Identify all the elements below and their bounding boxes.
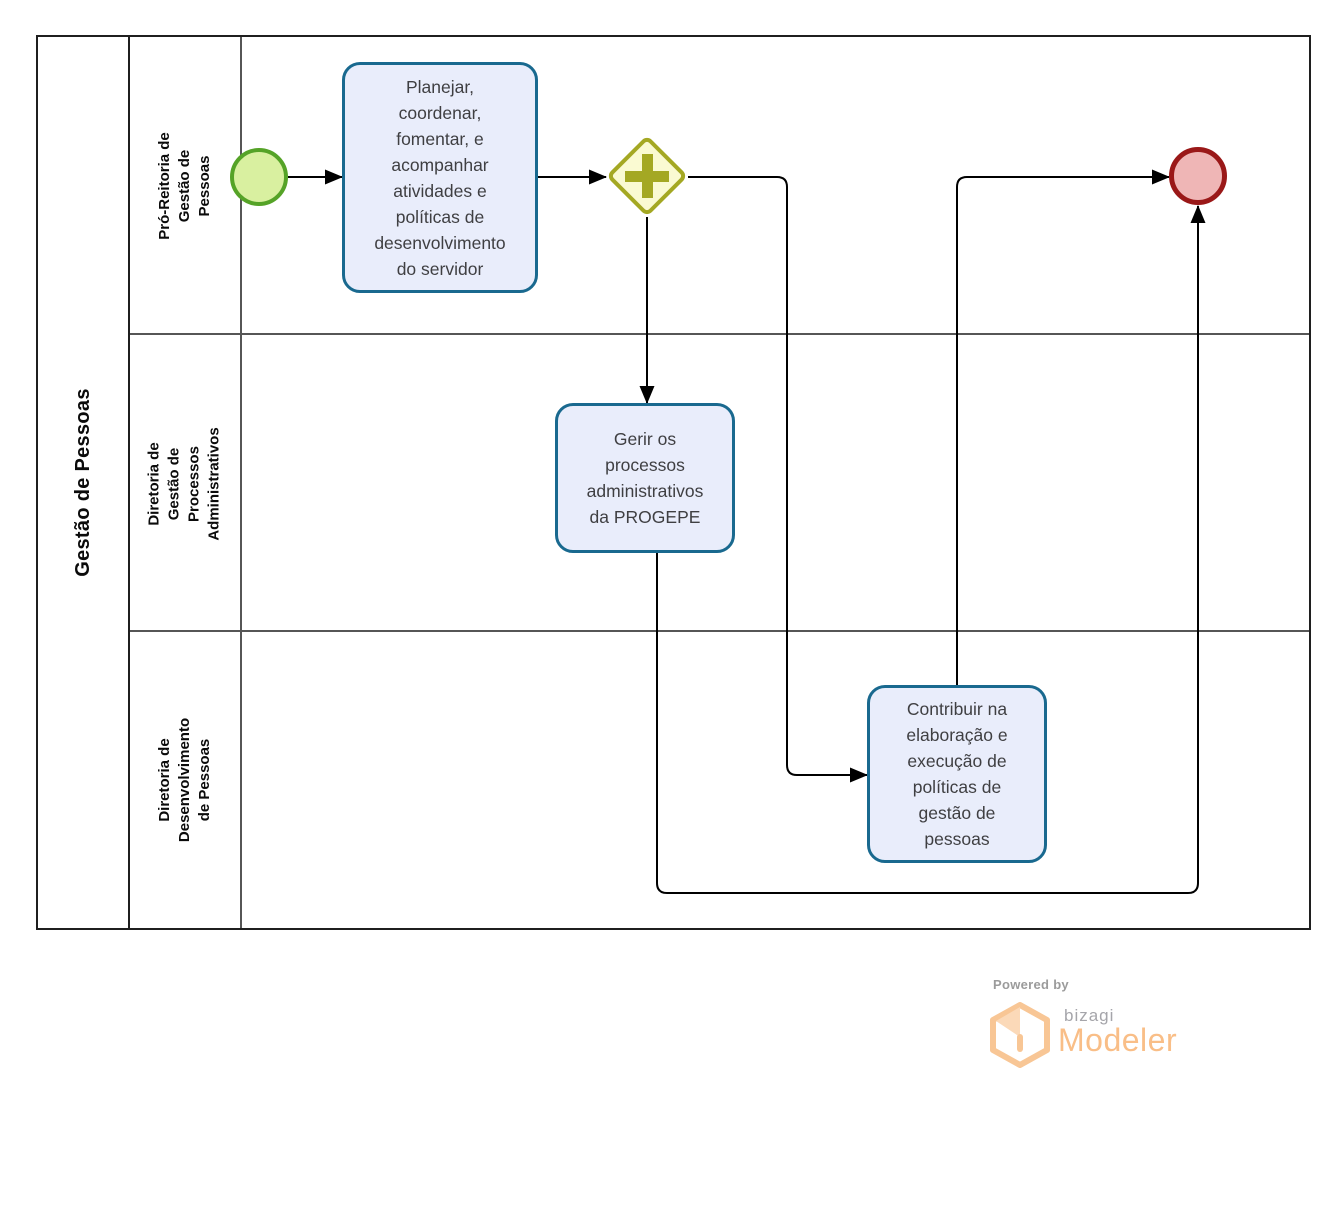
pool-header: Gestão de Pessoas	[38, 37, 130, 928]
lane-diretoria-desenvolvimento: Diretoria de Desenvolvimento de Pessoas	[130, 632, 1309, 928]
lane-pro-reitoria-label: Pró-Reitoria de Gestão de Pessoas	[156, 132, 213, 240]
start-event	[230, 148, 288, 206]
powered-by-label: Powered by	[993, 977, 1069, 992]
lane-pro-reitoria: Pró-Reitoria de Gestão de Pessoas	[130, 37, 1309, 335]
bizagi-logo-icon	[990, 1002, 1050, 1068]
task-contribuir: Contribuir na elaboração e execução de p…	[867, 685, 1047, 863]
lane-diretoria-desenvolvimento-label: Diretoria de Desenvolvimento de Pessoas	[156, 717, 214, 843]
pool-title: Gestão de Pessoas	[71, 388, 94, 577]
end-event	[1169, 147, 1227, 205]
lane-diretoria-processos-label: Diretoria de Gestão de Processos Adminis…	[146, 426, 224, 541]
task-planejar: Planejar, coordenar, fomentar, e acompan…	[342, 62, 538, 293]
bizagi-wordmark: bizagi	[1064, 1006, 1115, 1025]
task-planejar-label: Planejar, coordenar, fomentar, e acompan…	[374, 76, 506, 279]
lane-pro-reitoria-header: Pró-Reitoria de Gestão de Pessoas	[130, 37, 242, 335]
task-contribuir-label: Contribuir na elaboração e execução de p…	[906, 699, 1008, 849]
plus-icon	[642, 154, 653, 198]
lane-diretoria-processos: Diretoria de Gestão de Processos Adminis…	[130, 335, 1309, 632]
task-gerir: Gerir os processos administrativos da PR…	[555, 403, 735, 553]
task-gerir-label: Gerir os processos administrativos da PR…	[586, 429, 704, 527]
lane-diretoria-desenvolvimento-header: Diretoria de Desenvolvimento de Pessoas	[130, 632, 242, 928]
lane-diretoria-processos-header: Diretoria de Gestão de Processos Adminis…	[130, 335, 242, 632]
modeler-wordmark: Modeler	[1058, 1022, 1178, 1058]
